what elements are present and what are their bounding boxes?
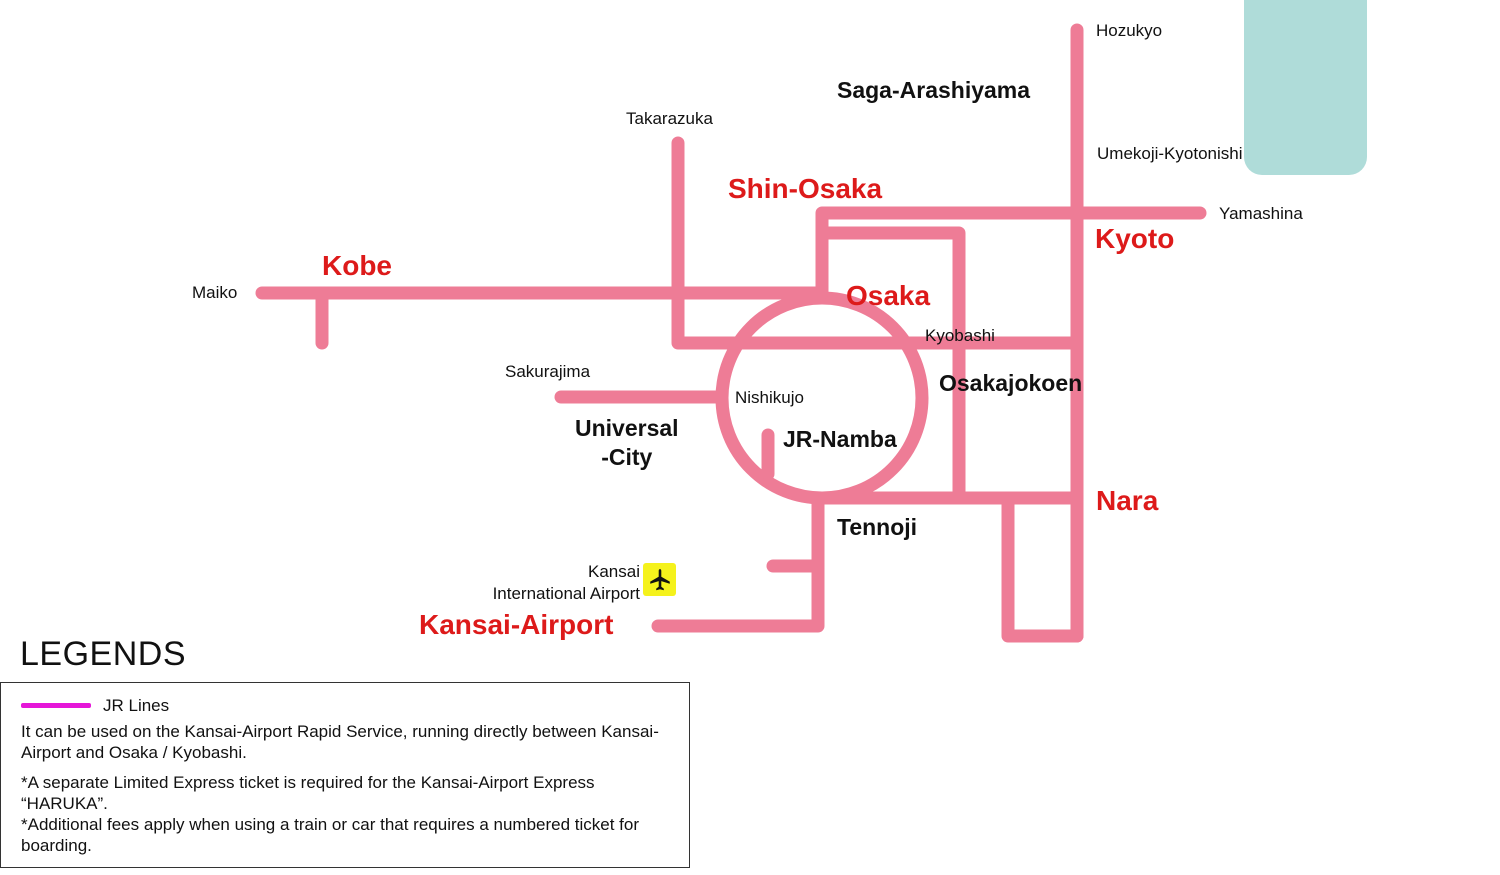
station-umekoji-kyotonishi: Umekoji-Kyotonishi bbox=[1097, 144, 1243, 163]
station-kansai-international-airport: Kansai International Airport bbox=[493, 561, 640, 605]
kansai-airport-line bbox=[651, 491, 825, 633]
airplane-icon bbox=[643, 563, 676, 596]
station-universal-city-line2: -City bbox=[601, 444, 653, 470]
station-jr-namba: JR-Namba bbox=[783, 426, 897, 452]
station-sakurajima: Sakurajima bbox=[505, 362, 591, 381]
station-kobe: Kobe bbox=[322, 250, 392, 281]
station-tennoji: Tennoji bbox=[837, 514, 918, 540]
takarazuka-line bbox=[671, 136, 1084, 350]
legend-box: JR Lines It can be used on the Kansai-Ai… bbox=[0, 682, 690, 868]
corner-decoration bbox=[1244, 0, 1367, 175]
legend-title: LEGENDS bbox=[20, 635, 186, 673]
station-universal-city-line1: Universal bbox=[575, 415, 679, 441]
legend-note-limited-express: *A separate Limited Express ticket is re… bbox=[21, 773, 595, 813]
legend-jr-line-label: JR Lines bbox=[103, 696, 170, 715]
airplane-icon-glyph bbox=[649, 568, 670, 590]
station-nara: Nara bbox=[1096, 485, 1159, 516]
legend-note-numbered-ticket: *Additional fees apply when using a trai… bbox=[21, 815, 640, 855]
station-shin-osaka: Shin-Osaka bbox=[728, 173, 883, 204]
station-takarazuka: Takarazuka bbox=[626, 109, 713, 128]
station-hozukyo: Hozukyo bbox=[1096, 21, 1163, 40]
station-kyoto: Kyoto bbox=[1095, 223, 1175, 254]
station-kansai-intl-line2: International Airport bbox=[492, 584, 640, 603]
osaka-higashi-line bbox=[815, 226, 966, 500]
station-osakajokoen: Osakajokoen bbox=[939, 370, 1083, 396]
station-kansai-airport: Kansai-Airport bbox=[419, 609, 614, 640]
legend-jr-line-swatch bbox=[21, 703, 91, 708]
station-maiko: Maiko bbox=[192, 283, 238, 302]
legend-note-rapid-service: It can be used on the Kansai-Airport Rap… bbox=[21, 722, 659, 762]
station-kyobashi: Kyobashi bbox=[925, 326, 995, 345]
station-kansai-intl-line1: Kansai bbox=[588, 562, 640, 581]
station-universal-city: Universal -City bbox=[575, 414, 679, 472]
station-osaka: Osaka bbox=[846, 280, 931, 311]
nara-loop-line bbox=[1001, 491, 1084, 643]
station-saga-arashiyama: Saga-Arashiyama bbox=[837, 77, 1031, 103]
station-yamashina: Yamashina bbox=[1219, 204, 1303, 223]
station-nishikujo: Nishikujo bbox=[735, 388, 804, 407]
